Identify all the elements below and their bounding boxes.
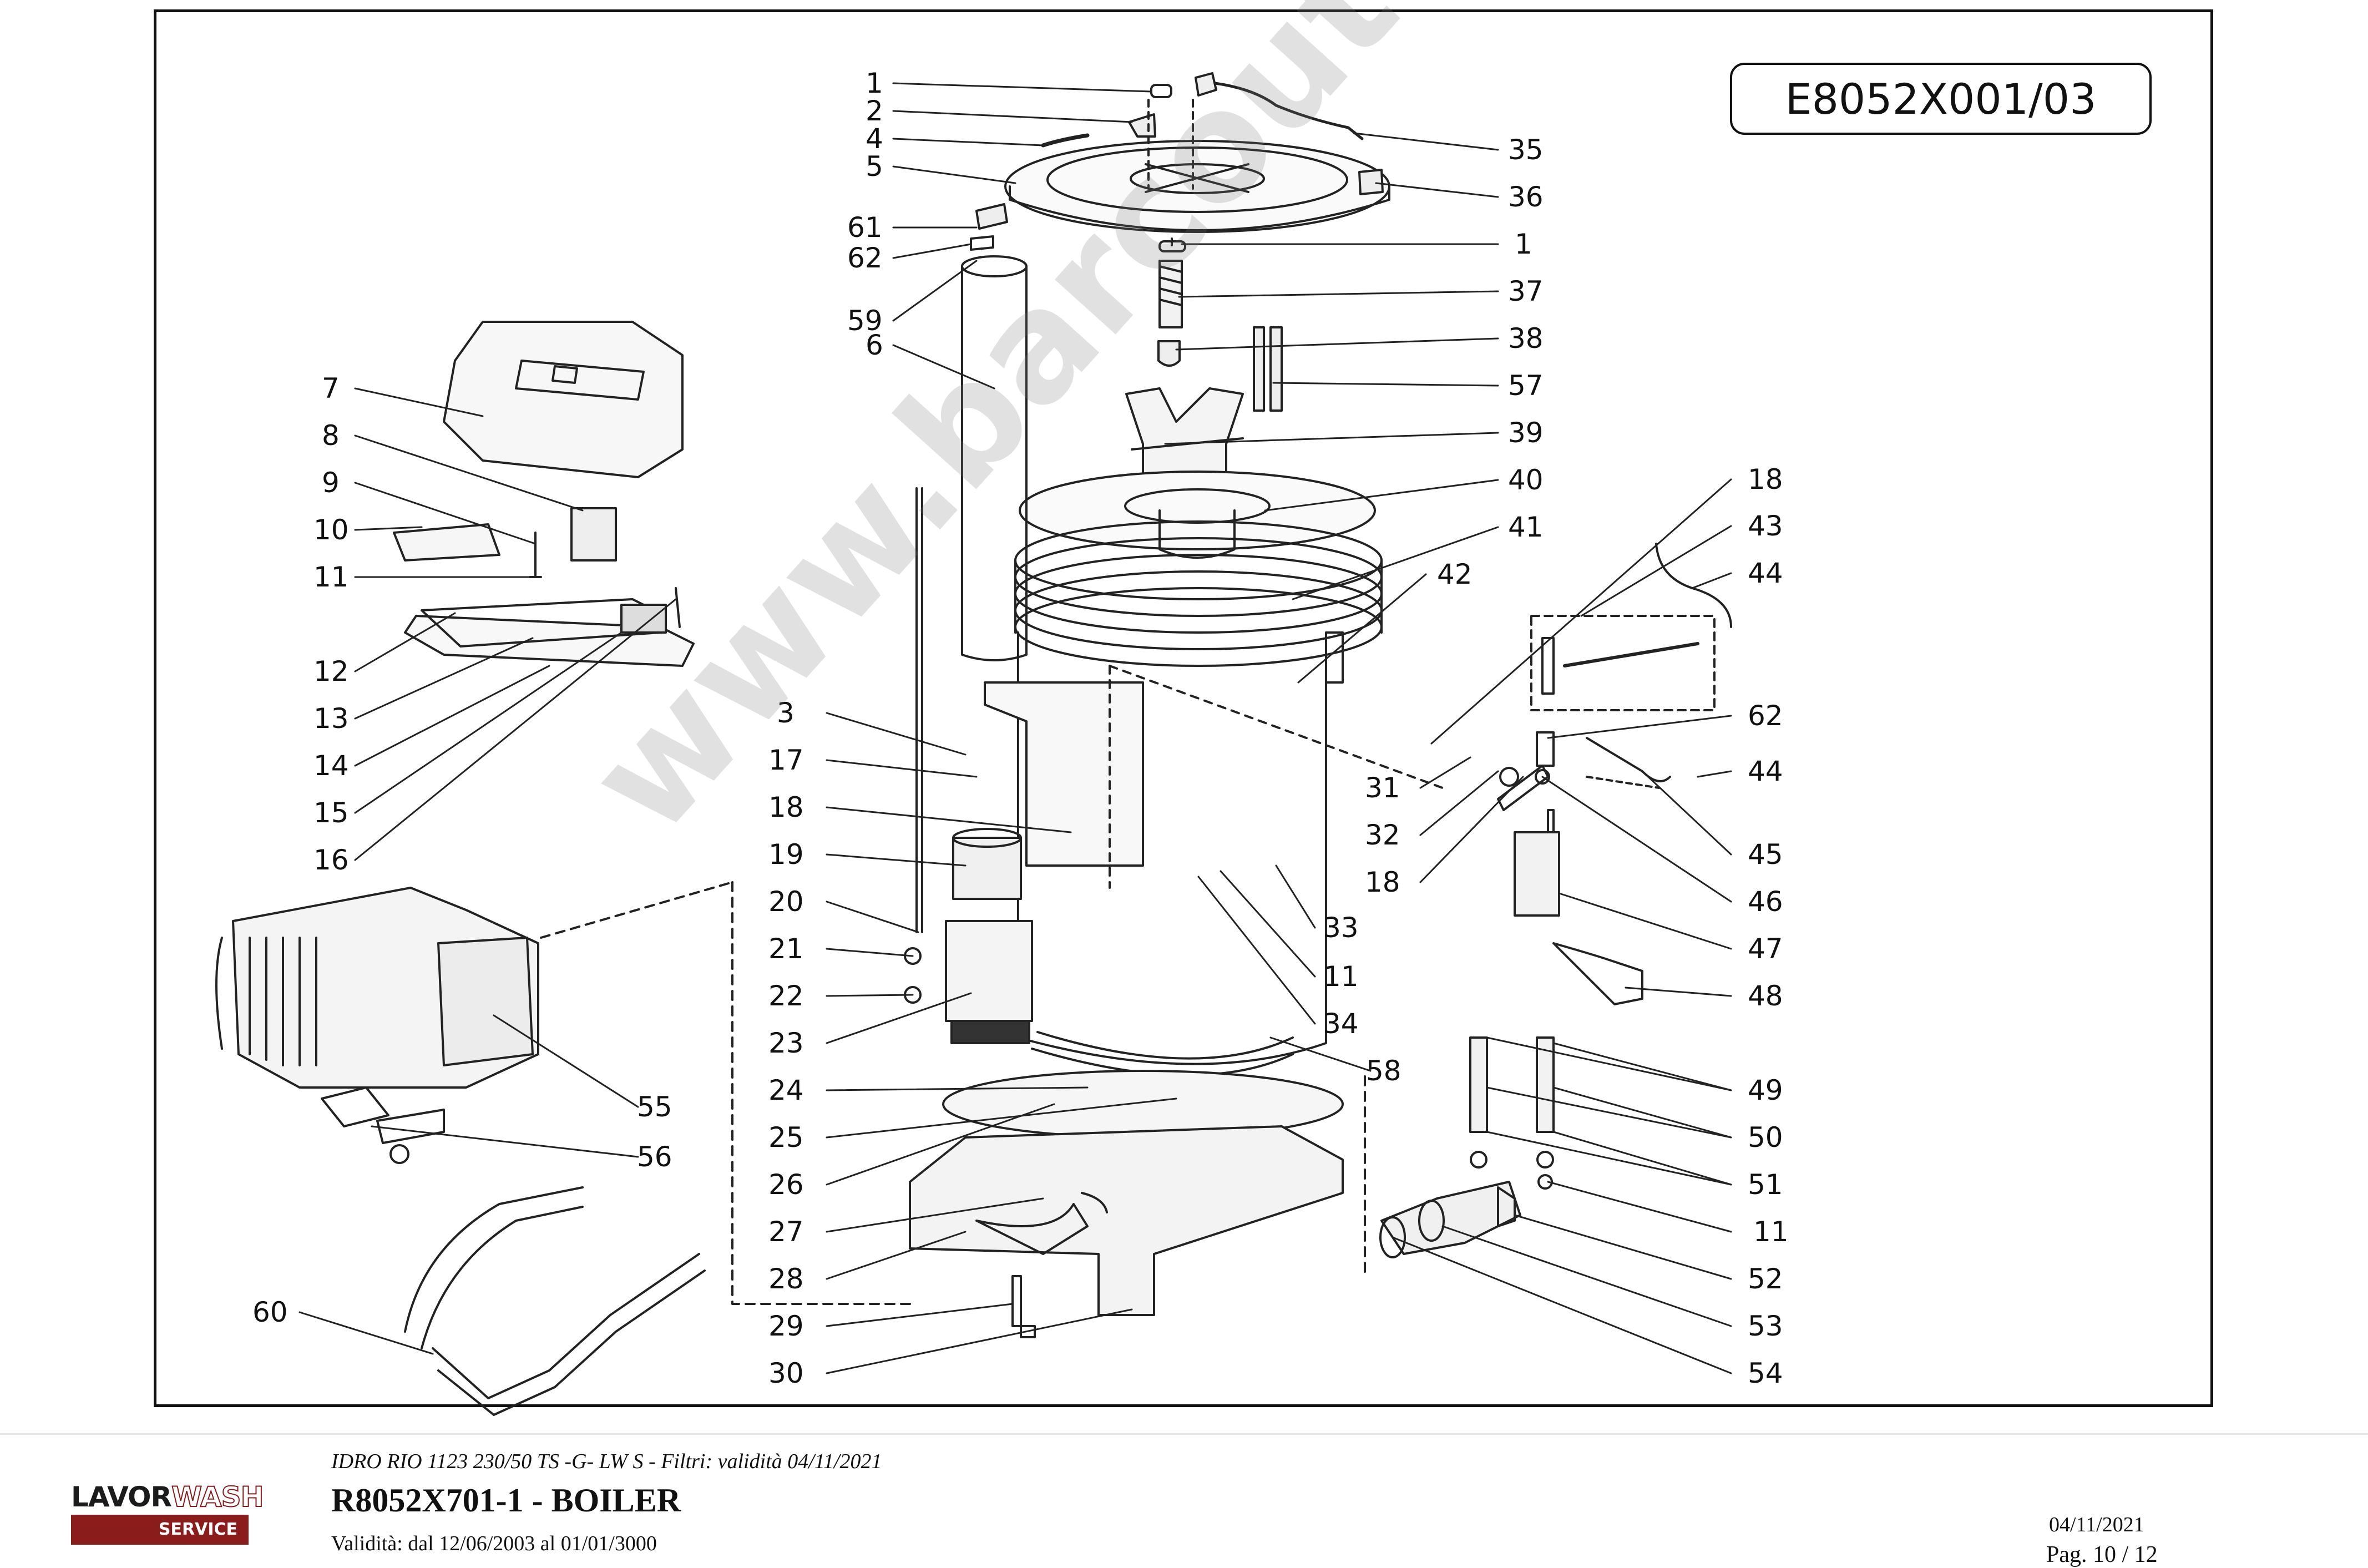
callout-label: 27 bbox=[768, 1216, 804, 1248]
callout-label: 11 bbox=[1753, 1216, 1789, 1248]
bypass-hose bbox=[404, 1186, 706, 1416]
callout-label: 9 bbox=[322, 467, 340, 499]
callout-label: 21 bbox=[768, 933, 804, 965]
callout-label: 57 bbox=[1508, 370, 1544, 402]
callout-label: 22 bbox=[768, 980, 804, 1012]
callout-label: 19 bbox=[768, 838, 804, 871]
callout-label: 17 bbox=[768, 744, 804, 776]
print-date: 04/11/2021 bbox=[2049, 1513, 2144, 1536]
model-line: IDRO RIO 1123 230/50 TS -G- LW S - Filtr… bbox=[331, 1450, 882, 1473]
control-box-cover bbox=[393, 321, 695, 667]
validity-text: Validità: dal 12/06/2003 al 01/01/3000 bbox=[331, 1532, 657, 1555]
pressure-pump bbox=[215, 881, 733, 1164]
flue-pipe bbox=[915, 203, 1028, 933]
callout-label: 58 bbox=[1366, 1055, 1401, 1087]
solenoid-valve-group bbox=[1497, 543, 1732, 1005]
callout-label: 61 bbox=[847, 211, 883, 244]
callout-label: 53 bbox=[1748, 1310, 1783, 1342]
callout-label: 46 bbox=[1748, 886, 1783, 918]
callout-label: 11 bbox=[313, 561, 349, 593]
callout-label: 23 bbox=[768, 1027, 804, 1059]
lavorwash-service-logo: LAVORWASH SERVICE bbox=[71, 1481, 264, 1547]
callout-label: 42 bbox=[1437, 558, 1473, 590]
callout-label: 16 bbox=[313, 844, 349, 876]
callout-label: 20 bbox=[768, 886, 804, 918]
top-fittings bbox=[1041, 72, 1384, 367]
callout-label: 47 bbox=[1748, 933, 1783, 965]
callout-label: 3 bbox=[777, 697, 795, 729]
callout-label: 62 bbox=[1748, 700, 1783, 732]
callout-label: 1 bbox=[866, 67, 883, 99]
logo-service-bar: SERVICE bbox=[71, 1515, 249, 1545]
callout-label: 5 bbox=[866, 150, 883, 183]
callout-label: 44 bbox=[1748, 755, 1783, 787]
callout-label: 13 bbox=[313, 702, 349, 735]
burner-assembly bbox=[1125, 326, 1283, 478]
callout-label: 12 bbox=[313, 655, 349, 687]
boiler-base bbox=[731, 881, 1366, 1338]
callout-label: 51 bbox=[1748, 1169, 1783, 1201]
callout-label: 48 bbox=[1748, 980, 1783, 1012]
callout-label: 14 bbox=[313, 750, 349, 782]
callout-label: 44 bbox=[1748, 557, 1783, 589]
callout-label: 45 bbox=[1748, 838, 1783, 871]
callout-label: 28 bbox=[768, 1263, 804, 1295]
callout-label: 7 bbox=[322, 372, 340, 404]
callout-label: 33 bbox=[1323, 912, 1359, 944]
callout-label: 31 bbox=[1365, 772, 1400, 804]
callout-label: 24 bbox=[768, 1074, 804, 1106]
callout-label: 38 bbox=[1508, 322, 1544, 355]
callout-label: 10 bbox=[313, 514, 349, 546]
callout-label: 49 bbox=[1748, 1074, 1783, 1106]
diagram-frame bbox=[154, 9, 2213, 1407]
callout-label: 34 bbox=[1323, 1008, 1359, 1040]
callout-label: 8 bbox=[322, 419, 340, 452]
callout-label: 52 bbox=[1748, 1263, 1783, 1295]
callout-label: 40 bbox=[1508, 464, 1544, 496]
callout-label: 32 bbox=[1365, 819, 1400, 851]
callout-label: 60 bbox=[252, 1296, 288, 1328]
leader-lines bbox=[298, 82, 1732, 1374]
callout-label: 15 bbox=[313, 797, 349, 829]
callout-label: 62 bbox=[847, 242, 883, 274]
callout-label: 50 bbox=[1748, 1121, 1783, 1154]
logo-brand-outline: WASH bbox=[171, 1481, 264, 1513]
callout-label: 55 bbox=[637, 1091, 672, 1123]
callout-label: 29 bbox=[768, 1310, 804, 1342]
callout-label: 26 bbox=[768, 1169, 804, 1201]
drawing-code: E8052X001/03 bbox=[1730, 63, 2152, 135]
callout-label: 59 bbox=[847, 305, 883, 337]
callout-label: 36 bbox=[1508, 181, 1544, 213]
callout-label: 6 bbox=[866, 329, 883, 361]
logo-brand-dark: LAVOR bbox=[71, 1481, 172, 1513]
callout-label: 25 bbox=[768, 1121, 804, 1154]
callout-label: 54 bbox=[1748, 1357, 1783, 1389]
callout-label: 18 bbox=[1365, 866, 1400, 898]
callout-label: 56 bbox=[637, 1141, 672, 1173]
flange-plate bbox=[1019, 471, 1376, 559]
callout-label: 39 bbox=[1508, 417, 1544, 449]
page-number: Pag. 10 / 12 bbox=[2046, 1542, 2158, 1567]
callout-labels: 1 2 4 5 61 62 59 6 7 8 9 10 11 12 13 14 … bbox=[252, 67, 1789, 1389]
callout-label: 2 bbox=[866, 95, 883, 127]
callout-label: 37 bbox=[1508, 275, 1544, 307]
callout-label: 41 bbox=[1508, 511, 1544, 543]
document-title: R8052X701-1 - BOILER bbox=[331, 1482, 681, 1519]
pressure-switch-group bbox=[1379, 1036, 1555, 1258]
boiler-body bbox=[984, 520, 1444, 1076]
footer-divider bbox=[0, 1433, 2368, 1435]
callout-label: 18 bbox=[1748, 463, 1783, 495]
callout-label: 18 bbox=[768, 791, 804, 823]
callout-label: 1 bbox=[1515, 228, 1532, 260]
callout-label: 35 bbox=[1508, 134, 1544, 166]
water-pump-small bbox=[904, 828, 1033, 1044]
logo-brand: LAVORWASH bbox=[71, 1481, 264, 1513]
callout-label: 11 bbox=[1323, 960, 1359, 993]
top-cover-plate bbox=[1004, 140, 1390, 233]
callout-label: 43 bbox=[1748, 510, 1783, 542]
callout-label: 30 bbox=[768, 1357, 804, 1389]
callout-label: 4 bbox=[866, 123, 883, 155]
